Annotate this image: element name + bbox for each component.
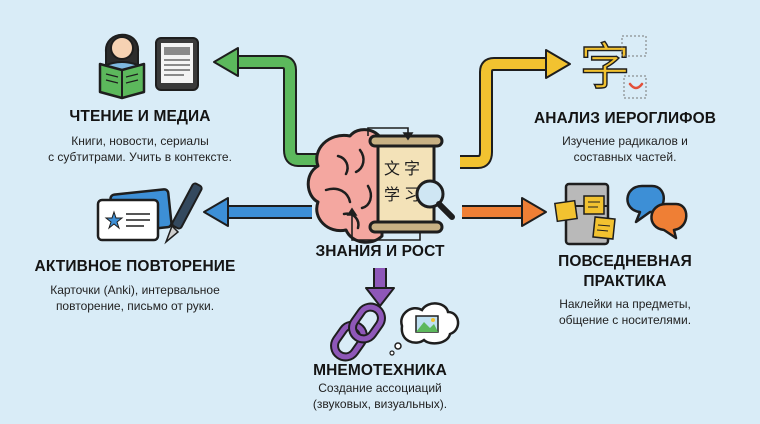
daily-title: ПОВСЕДНЕВНАЯ ПРАКТИКА — [535, 252, 715, 292]
chat-bubbles-icon — [626, 184, 688, 240]
glyph-zi: 字 — [404, 159, 420, 178]
reader-person-icon — [98, 33, 146, 100]
arrow-to-reading — [213, 47, 318, 167]
arrow-to-review — [203, 197, 312, 227]
mnemonics-desc: Создание ассоциаций (звуковых, визуальны… — [290, 380, 470, 412]
review-desc: Карточки (Anki), интервальное повторение… — [30, 282, 240, 314]
daily-title-line2: ПРАКТИКА — [583, 273, 667, 290]
hieroglyphs-title: АНАЛИЗ ИЕРОГЛИФОВ — [533, 110, 717, 127]
pen-icon — [164, 182, 203, 245]
reading-desc: Книги, новости, сериалы с субтитрами. Уч… — [40, 133, 240, 165]
arrow-to-hieroglyphs — [460, 49, 571, 169]
mnemonics-title: МНЕМОТЕХНИКА — [313, 362, 447, 379]
glyph-wen: 文 — [384, 159, 400, 178]
character-analysis-icon: 字 — [579, 35, 647, 99]
glyph-xue: 学 — [384, 185, 400, 204]
daily-title-line1: ПОВСЕДНЕВНАЯ — [558, 253, 692, 270]
arrow-to-daily — [462, 197, 547, 227]
tablet-icon — [155, 37, 199, 91]
cycle-arrows-icon — [346, 127, 421, 241]
review-title: АКТИВНОЕ ПОВТОРЕНИЕ — [34, 258, 236, 275]
arrow-to-mnemonics — [365, 268, 395, 307]
center-title: ЗНАНИЯ И РОСТ — [315, 243, 445, 260]
appliance-with-notes-icon — [553, 182, 616, 246]
mnemonics-desc-line2: (звуковых, визуальных). — [312, 397, 448, 411]
daily-desc-line1: Наклейки на предметы, — [559, 297, 691, 311]
hieroglyphs-desc: Изучение радикалов и составных частей. — [525, 133, 725, 165]
mnemonics-desc-line1: Создание ассоциаций — [318, 381, 442, 395]
daily-desc: Наклейки на предметы, общение с носителя… — [525, 296, 725, 328]
daily-desc-line2: общение с носителями. — [558, 313, 692, 327]
thought-bubble-image-icon — [389, 302, 460, 356]
flashcards-icon — [96, 188, 173, 242]
glyph-xi: 习 — [404, 185, 420, 204]
review-desc-line2: повторение, письмо от руки. — [55, 299, 215, 313]
reading-title: ЧТЕНИЕ И МЕДИА — [69, 108, 211, 125]
review-desc-line1: Карточки (Anki), интервальное — [50, 283, 220, 297]
scroll-icon — [368, 134, 444, 234]
hieroglyphs-desc-line1: Изучение радикалов и — [562, 134, 688, 148]
scroll-glyphs: 文 字 学 习 — [384, 159, 420, 204]
magnifier-icon — [415, 179, 455, 220]
hieroglyphs-desc-line2: составных частей. — [573, 150, 677, 164]
chain-link-icon — [330, 302, 386, 362]
reading-desc-line2: с субтитрами. Учить в контексте. — [48, 150, 232, 164]
reading-desc-line1: Книги, новости, сериалы — [71, 134, 209, 148]
